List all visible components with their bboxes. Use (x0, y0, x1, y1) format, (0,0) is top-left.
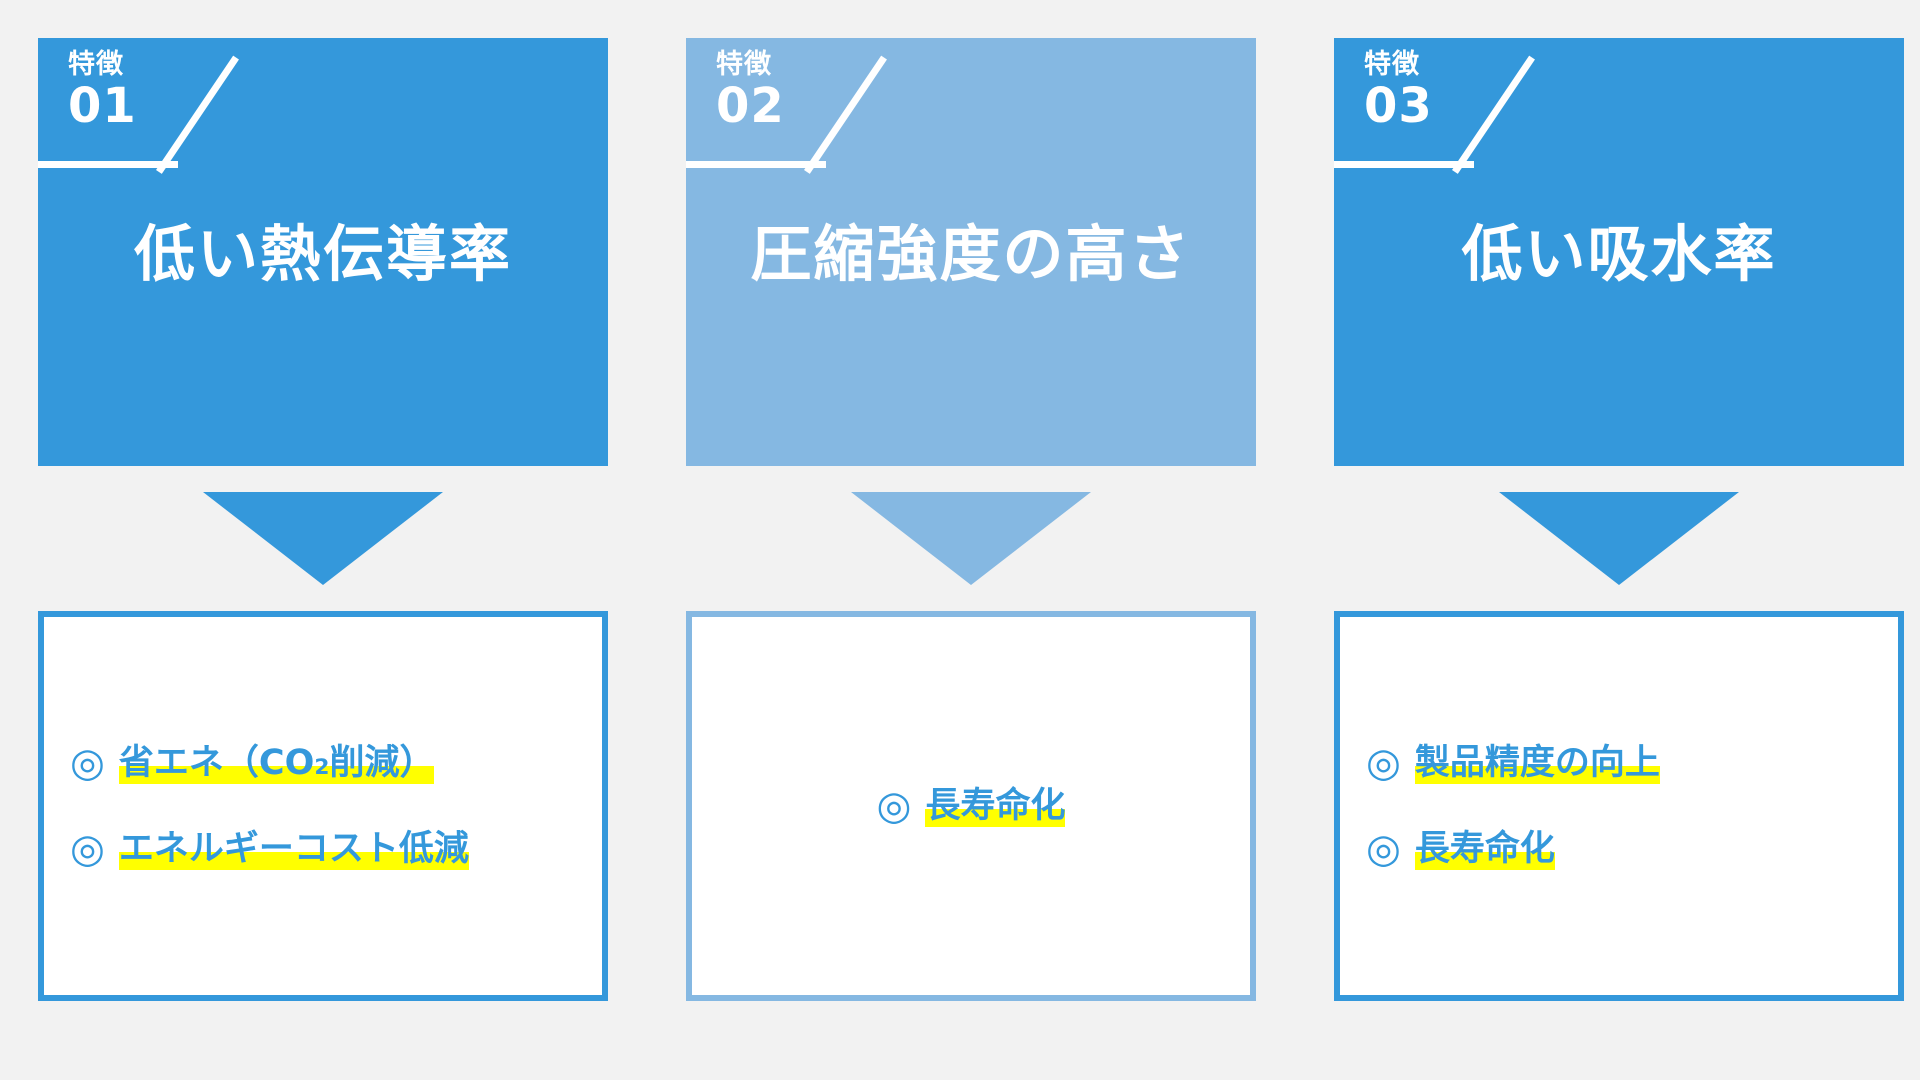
benefit-item: ◎ 製品精度の向上 (1366, 740, 1872, 786)
badge-underline-rule (686, 161, 826, 168)
double-circle-bullet-icon: ◎ (1366, 826, 1401, 872)
benefit-item: ◎ 長寿命化 (876, 783, 1066, 829)
benefit-list: ◎ 長寿命化 (876, 783, 1066, 829)
benefit-label-main: 省エネ（CO (118, 742, 315, 783)
badge-diagonal-slash-icon (156, 55, 239, 174)
badge-number-label: 03 (1364, 78, 1433, 134)
badge-number-label: 01 (68, 78, 137, 134)
benefit-label-main: エネルギーコスト低減 (118, 828, 469, 869)
benefit-label: 製品精度の向上 (1414, 742, 1660, 784)
badge-number-label: 02 (716, 78, 785, 134)
badge-kicker-label: 特徴 (716, 49, 772, 80)
badge-kicker-label: 特徴 (1364, 49, 1420, 80)
benefit-list: ◎ 省エネ（CO2削減） ◎ エネルギーコスト低減 (70, 740, 576, 872)
benefit-label: 長寿命化 (1414, 828, 1555, 870)
benefit-box-3: ◎ 製品精度の向上 ◎ 長寿命化 (1334, 611, 1904, 1001)
double-circle-bullet-icon: ◎ (876, 783, 912, 829)
badge-underline-rule (38, 161, 178, 168)
double-circle-bullet-icon: ◎ (70, 826, 105, 872)
feature-title: 圧縮強度の高さ (750, 219, 1192, 290)
benefit-label: エネルギーコスト低減 (118, 828, 469, 870)
arrow-connector (1334, 466, 1904, 611)
benefit-label-main: 長寿命化 (925, 785, 1066, 826)
benefit-label-subscript: 2 (314, 754, 330, 780)
arrow-connector (38, 466, 608, 611)
down-triangle-icon (851, 492, 1091, 585)
down-triangle-icon (203, 492, 443, 585)
benefit-label-tail: 削減） (329, 742, 435, 783)
benefit-box-1: ◎ 省エネ（CO2削減） ◎ エネルギーコスト低減 (38, 611, 608, 1001)
badge-underline-rule (1334, 161, 1474, 168)
benefit-item: ◎ エネルギーコスト低減 (70, 826, 576, 872)
benefit-label: 長寿命化 (925, 785, 1066, 827)
benefit-label: 省エネ（CO2削減） (118, 742, 435, 784)
down-triangle-icon (1499, 492, 1739, 585)
double-circle-bullet-icon: ◎ (70, 740, 105, 786)
benefit-label-main: 製品精度の向上 (1414, 742, 1660, 783)
badge-diagonal-slash-icon (1452, 55, 1535, 174)
badge-diagonal-slash-icon (804, 55, 887, 174)
benefit-list: ◎ 製品精度の向上 ◎ 長寿命化 (1366, 740, 1872, 872)
benefit-box-2: ◎ 長寿命化 (686, 611, 1256, 1001)
feature-title: 低い吸水率 (1461, 219, 1777, 290)
benefit-item: ◎ 長寿命化 (1366, 826, 1872, 872)
double-circle-bullet-icon: ◎ (1366, 740, 1401, 786)
arrow-connector (686, 466, 1256, 611)
feature-title: 低い熱伝導率 (133, 219, 512, 290)
benefit-label-main: 長寿命化 (1414, 828, 1555, 869)
benefit-item: ◎ 省エネ（CO2削減） (70, 740, 576, 786)
badge-kicker-label: 特徴 (68, 49, 124, 80)
